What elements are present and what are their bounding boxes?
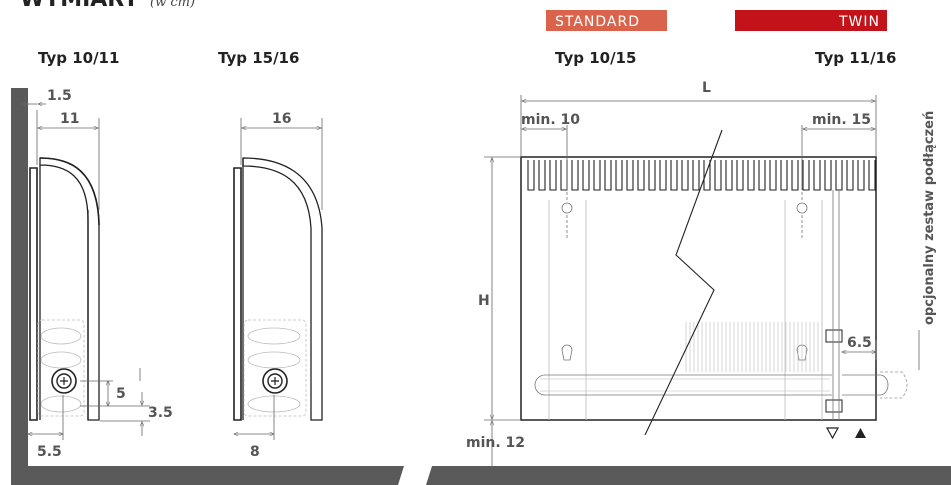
twin-badge — [735, 10, 887, 31]
supply-marker — [855, 428, 866, 438]
dim-height-H: H — [478, 293, 490, 309]
dim-bottom-gap: 3.5 — [148, 405, 173, 421]
fin-slot — [824, 160, 832, 191]
fin-slot — [747, 160, 755, 191]
fin-slot — [703, 160, 711, 191]
dims-front-view — [484, 95, 920, 468]
profile-type-10-11 — [29, 157, 100, 421]
dim-depth-16: 16 — [272, 111, 291, 127]
dims-type-15-16 — [234, 118, 323, 440]
unit-note: (w cm) — [150, 0, 195, 10]
floor-right — [426, 466, 951, 485]
standard-badge-label: STANDARD — [555, 14, 640, 30]
fin-slot — [582, 160, 590, 191]
fin-slot — [615, 160, 623, 191]
fin-slot — [736, 160, 744, 191]
type-title-15-16: Typ 15/16 — [218, 49, 299, 67]
dim-pipe-offset-5-5: 5.5 — [37, 444, 62, 460]
dim-pipe-height: 5 — [116, 386, 126, 402]
dim-wall-gap: 1.5 — [47, 88, 72, 104]
type-title-10-11: Typ 10/11 — [38, 49, 119, 67]
fin-slot — [571, 160, 579, 191]
fin-slot — [780, 160, 788, 191]
fin-slot — [626, 160, 634, 191]
fin-slot — [659, 160, 667, 191]
break-line — [644, 129, 723, 436]
fin-slot — [692, 160, 700, 191]
fin-slot — [549, 160, 557, 191]
type-title-11-16: Typ 11/16 — [815, 49, 896, 67]
fin-slot — [769, 160, 777, 191]
fin-slot — [868, 160, 876, 191]
page-title: WYMIARY — [20, 0, 140, 12]
fin-slot — [670, 160, 678, 191]
fin-slot — [846, 160, 854, 191]
fin-slot — [604, 160, 612, 191]
twin-badge-label: TWIN — [838, 14, 880, 30]
fin-slot — [791, 160, 799, 191]
fin-slot — [538, 160, 546, 191]
fin-slot — [637, 160, 645, 191]
dim-min-15: min. 15 — [812, 112, 871, 128]
dim-depth-11: 11 — [60, 111, 79, 127]
fin-slot — [527, 160, 535, 191]
dims-type-10-11 — [20, 104, 150, 440]
standard-badge — [546, 10, 667, 31]
fin-slot — [593, 160, 601, 191]
radiator-front-view — [520, 156, 908, 421]
dim-pipe-offset-8: 8 — [250, 444, 260, 460]
fin-slot — [813, 160, 821, 191]
fin-slot — [802, 160, 810, 191]
optional-connection-kit-label: opcjonalny zestaw podłączeń — [922, 111, 937, 325]
wall-floor-left — [11, 88, 404, 485]
dim-min-10: min. 10 — [521, 112, 580, 128]
fin-slot — [857, 160, 865, 191]
dim-min-12: min. 12 — [466, 435, 525, 451]
fin-slot — [560, 160, 568, 191]
fin-slot — [681, 160, 689, 191]
type-title-10-15: Typ 10/15 — [555, 49, 636, 67]
dim-connector-6-5: 6.5 — [847, 335, 872, 351]
return-marker — [825, 427, 840, 440]
fin-slot — [725, 160, 733, 191]
dim-length-L: L — [702, 80, 711, 96]
fin-slot — [758, 160, 766, 191]
fin-slot — [835, 160, 843, 191]
profile-type-15-16 — [233, 157, 323, 421]
fin-slot — [714, 160, 722, 191]
fin-slot — [648, 160, 656, 191]
